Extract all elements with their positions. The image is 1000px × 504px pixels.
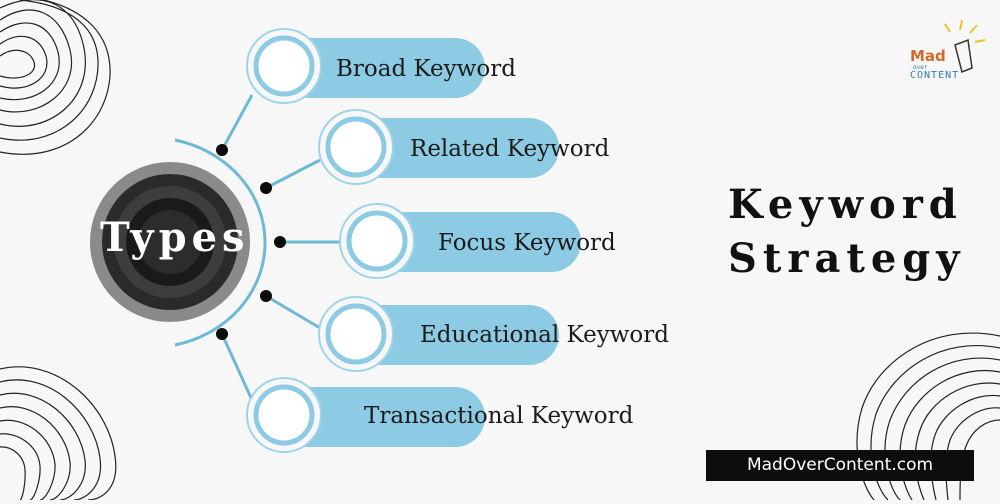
contour-pattern-bottom-left [0,366,117,501]
title-line-1: Keyword [728,181,963,228]
connectors [220,94,345,401]
branch-label-related: Related Keyword [410,136,610,162]
arc-dot [260,182,272,194]
branch-educational [318,296,559,372]
branch-broad [246,28,485,104]
website-banner: MadOverContent.com [706,450,974,481]
connector-educational [265,294,321,330]
connector-related [265,158,321,190]
logo-mad-text: Mad [910,47,946,65]
arc-dot [216,144,228,156]
lightbulb-icon [944,19,986,74]
branch-transactional [246,377,485,453]
arc-dots [216,144,286,340]
branch-label-transactional: Transactional Keyword [364,403,634,429]
hub-circle [90,162,250,322]
connector-broad [220,94,254,151]
branch-label-educational: Educational Keyword [420,322,669,348]
branch-label-broad: Broad Keyword [336,56,516,82]
connector-transactional [220,333,254,401]
hub-label: Types [100,214,250,261]
pill-dot [346,210,408,272]
arc-dot [260,290,272,302]
title-line-2: Strategy [728,235,966,282]
hub-arc [174,138,267,347]
pill-dot [325,303,387,365]
pill-dot [253,35,315,97]
branch-focus [339,203,581,279]
pill-dot [253,384,315,446]
logo-over-text: over [913,64,928,71]
arc-dot [216,328,228,340]
brand-logo: Mad over CONTENT [905,15,985,90]
branch-label-focus: Focus Keyword [438,230,616,256]
logo-content-text: CONTENT [910,70,960,81]
contour-pattern-top-left [0,0,111,155]
arc-dot [274,236,286,248]
pill-dot [325,116,387,178]
branch-related [318,109,559,185]
